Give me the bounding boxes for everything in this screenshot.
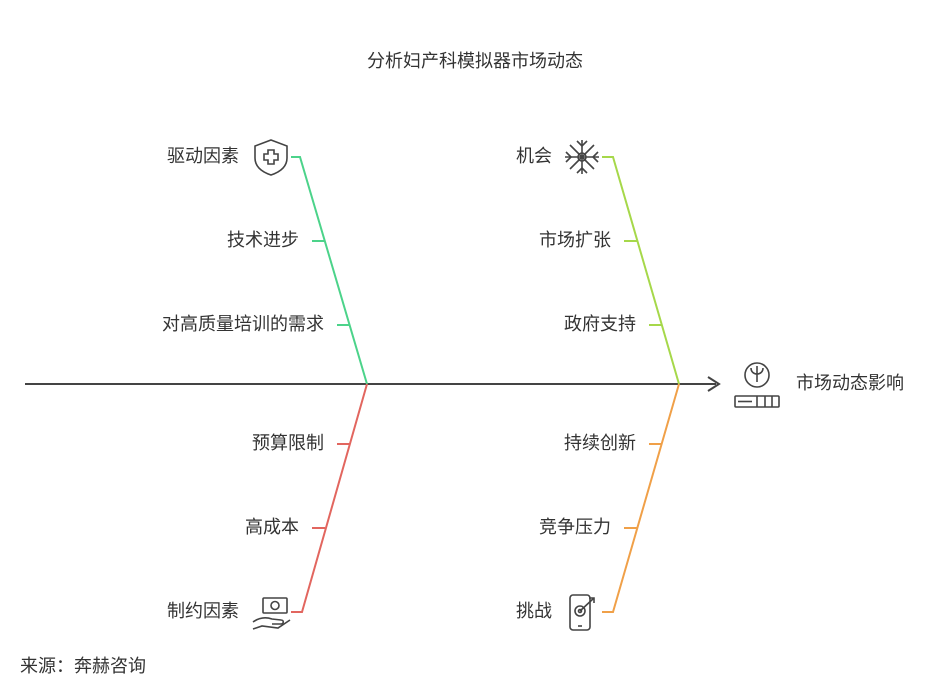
cash-hand-icon: [252, 597, 291, 630]
category-constraints-label: 制约因素: [167, 601, 239, 622]
snowflake-icon: [565, 140, 599, 174]
cause-drivers-2: 对高质量培训的需求: [162, 314, 324, 335]
bone-constraints: [291, 383, 368, 613]
source-note: 来源：奔赫咨询: [20, 656, 146, 677]
cause-drivers-1: 技术进步: [227, 230, 299, 251]
cause-constraints-1: 预算限制: [252, 433, 324, 454]
diagram-title: 分析妇产科模拟器市场动态: [367, 51, 583, 72]
bone-opportunities: [602, 156, 680, 385]
effect-label: 市场动态影响: [796, 373, 904, 394]
category-drivers-label: 驱动因素: [167, 146, 239, 167]
cause-opportunities-2: 政府支持: [564, 314, 636, 335]
cause-constraints-2: 高成本: [245, 517, 299, 538]
spine-arrowhead: [707, 376, 721, 392]
cause-challenges-2: 竞争压力: [539, 517, 611, 538]
cause-challenges-1: 持续创新: [564, 433, 636, 454]
psychology-book-icon: [734, 362, 780, 408]
bone-drivers: [291, 156, 368, 385]
phone-target-icon: [569, 594, 595, 631]
cause-opportunities-1: 市场扩张: [539, 230, 611, 251]
category-opportunities-label: 机会: [516, 146, 552, 167]
bone-challenges: [602, 383, 680, 613]
shield-plus-icon: [254, 139, 288, 176]
category-challenges-label: 挑战: [516, 601, 552, 622]
